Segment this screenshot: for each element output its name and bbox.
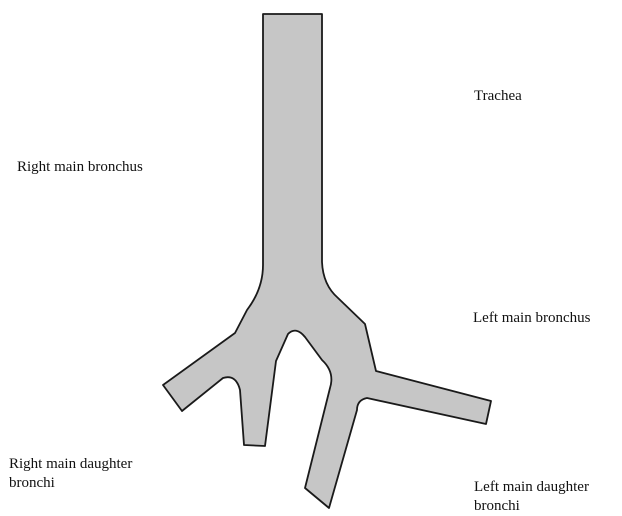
trachea-label: Trachea — [474, 87, 522, 106]
right-main-bronchus-label: Right main bronchus — [17, 158, 143, 177]
right-main-daughter-bronchi-label-line-1: Right main daughter — [9, 455, 132, 474]
right-main-daughter-bronchi-label-line-2: bronchi — [9, 474, 132, 493]
right-main-daughter-bronchi-label: Right main daughter bronchi — [9, 455, 132, 493]
left-main-daughter-bronchi-label-line-1: Left main daughter — [474, 478, 589, 497]
left-main-bronchus-label: Left main bronchus — [473, 309, 590, 328]
airway-tree-shape — [163, 14, 491, 508]
left-main-daughter-bronchi-label-line-2: bronchi — [474, 497, 589, 516]
left-main-daughter-bronchi-label: Left main daughter bronchi — [474, 478, 589, 516]
